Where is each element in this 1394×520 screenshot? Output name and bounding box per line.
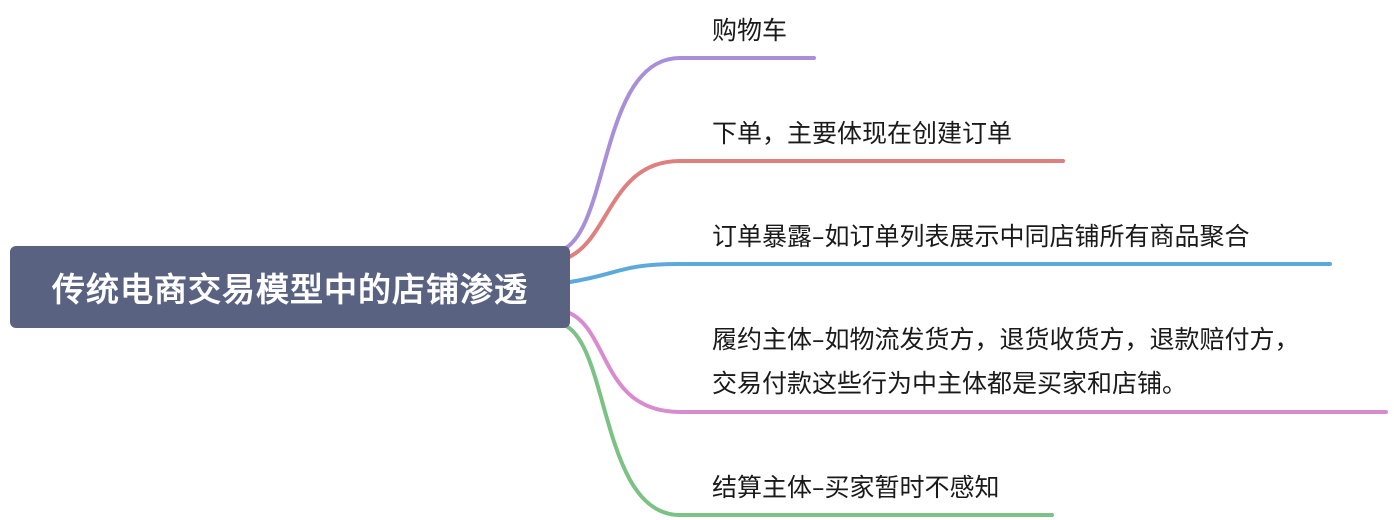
root-label: 传统电商交易模型中的店铺渗透 bbox=[52, 270, 528, 309]
connector-order bbox=[565, 159, 1065, 260]
branch-exposure-text: 订单暴露–如订单列表展示中同店铺所有商品聚合 bbox=[712, 222, 1250, 251]
connector-fulfillment bbox=[565, 310, 1388, 414]
branch-fulfillment[interactable]: 履约主体–如物流发货方，退货收货方，退款赔付方， 交易付款这些行为中主体都是买家… bbox=[712, 318, 1300, 406]
connector-settlement bbox=[560, 322, 1054, 517]
branch-cart-text: 购物车 bbox=[712, 16, 788, 45]
branch-order[interactable]: 下单，主要体现在创建订单 bbox=[712, 112, 1012, 156]
branch-settlement[interactable]: 结算主体–买家暂时不感知 bbox=[712, 466, 1000, 510]
branch-exposure[interactable]: 订单暴露–如订单列表展示中同店铺所有商品聚合 bbox=[712, 215, 1250, 259]
branch-fulfillment-text-line-2: 交易付款这些行为中主体都是买家和店铺。 bbox=[712, 369, 1188, 398]
branch-order-text: 下单，主要体现在创建订单 bbox=[712, 119, 1013, 148]
branch-cart[interactable]: 购物车 bbox=[712, 9, 787, 53]
root-node[interactable]: 传统电商交易模型中的店铺渗透 bbox=[10, 246, 570, 328]
branch-fulfillment-text-line-1: 履约主体–如物流发货方，退货收货方，退款赔付方， bbox=[712, 325, 1300, 354]
connector-exposure bbox=[568, 262, 1332, 284]
connector-cart bbox=[560, 56, 816, 252]
branch-settlement-text: 结算主体–买家暂时不感知 bbox=[712, 473, 1000, 502]
